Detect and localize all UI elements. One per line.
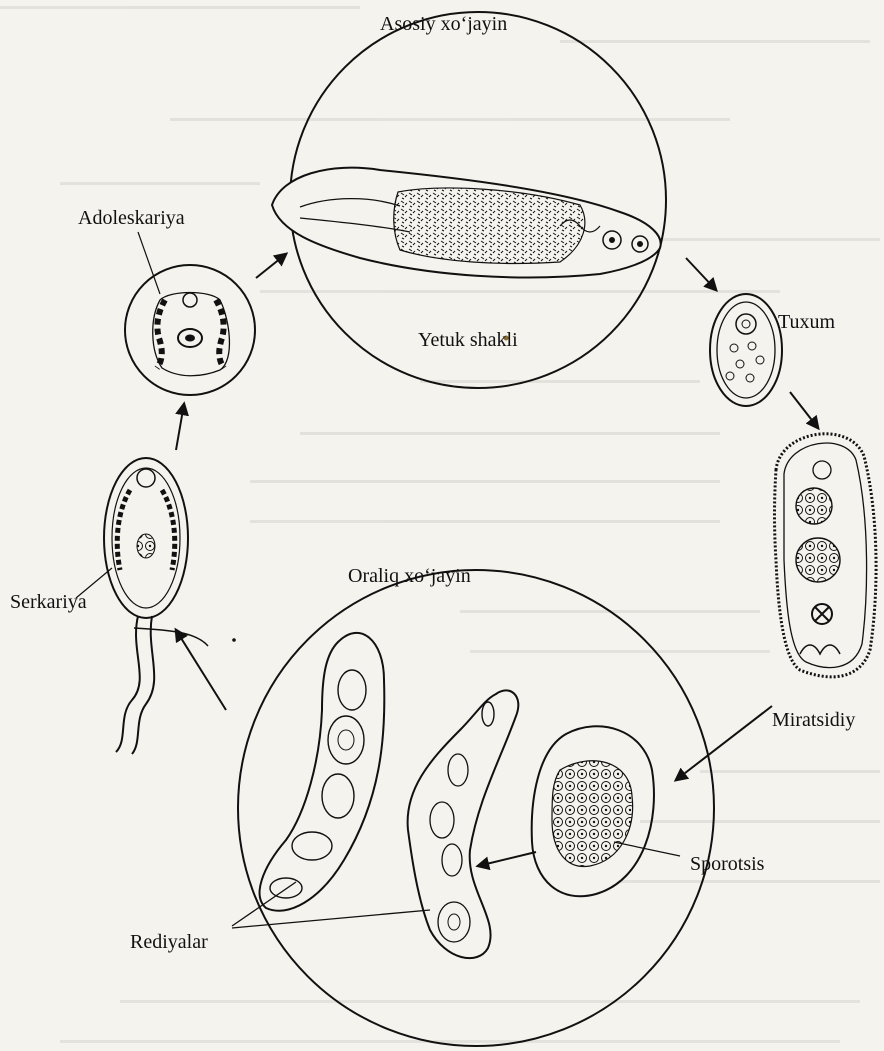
arrow-sporocyst-to-redia xyxy=(478,852,536,866)
intermediate-host-stage xyxy=(232,570,714,1046)
adolescaria-pointer xyxy=(138,232,160,294)
label-miracidium: Miratsidiy xyxy=(772,710,855,730)
cercaria-stage xyxy=(76,458,236,754)
rediae-pointer-left xyxy=(232,882,296,926)
redia-center xyxy=(408,690,519,958)
adult-internal-organs xyxy=(394,188,585,263)
arrow-adolescaria-to-adult xyxy=(256,254,286,278)
label-sporocyst: Sporotsis xyxy=(690,854,764,874)
arrow-egg-to-miracidium xyxy=(790,392,818,428)
label-intermediate-host: Oraliq xo‘jayin xyxy=(348,566,471,586)
arrow-redia-to-cercaria xyxy=(176,630,226,710)
cercaria-tail xyxy=(116,616,140,752)
label-cercaria: Serkariya xyxy=(10,592,87,612)
label-rediae: Rediyalar xyxy=(130,932,208,952)
adolescaria-stage xyxy=(125,232,255,395)
arrow-adult-to-egg xyxy=(686,258,716,290)
arrow-miracidium-to-sporocyst xyxy=(676,706,772,780)
miracidium-stage xyxy=(775,434,877,677)
label-adolescaria: Adoleskariya xyxy=(78,208,185,228)
intermediate-host-circle xyxy=(238,570,714,1046)
sporocyst-pointer xyxy=(614,842,680,856)
egg-stage xyxy=(710,294,782,406)
egg-shell xyxy=(710,294,782,406)
label-egg: Tuxum xyxy=(778,312,835,332)
label-main-host: Asosiy xo‘jayin xyxy=(380,14,507,34)
arrow-cercaria-to-adolescaria xyxy=(176,404,184,450)
label-adult: Yetuk shakli xyxy=(418,330,518,350)
bleed-through-texture xyxy=(0,6,880,1043)
